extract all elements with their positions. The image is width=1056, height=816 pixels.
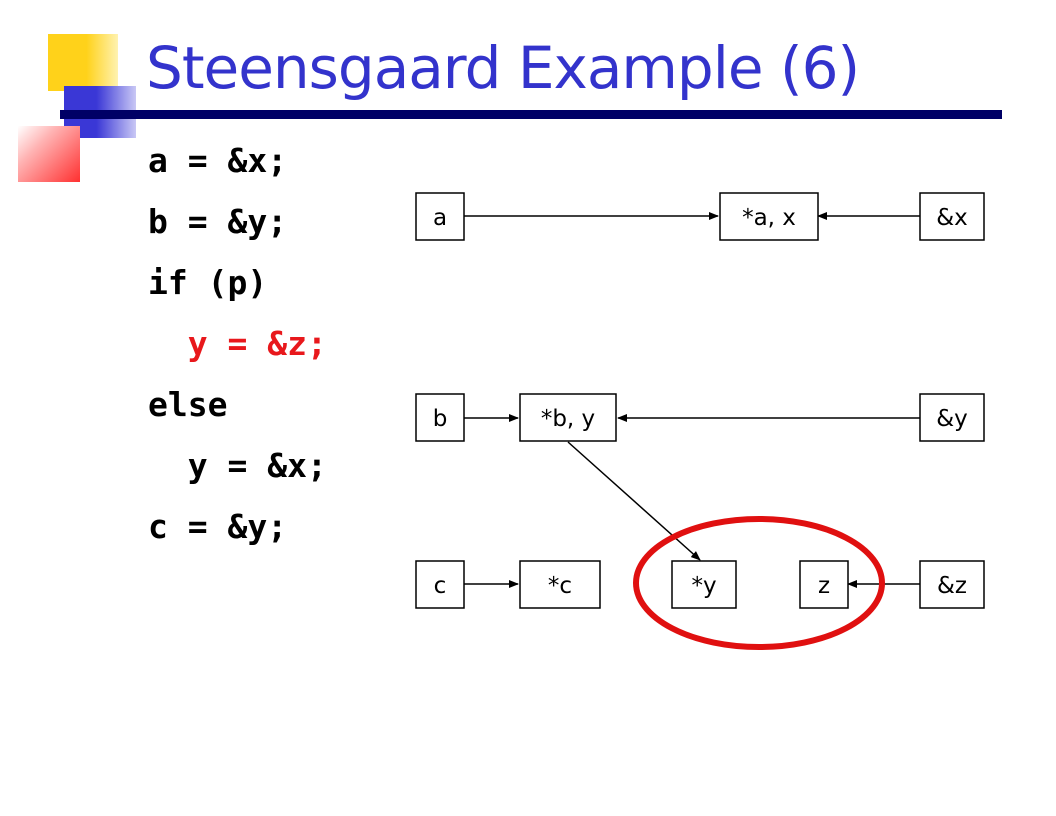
- node-z: z: [799, 560, 849, 609]
- node-b: b: [415, 393, 465, 442]
- code-line: else: [148, 385, 228, 424]
- code-line: a = &x;: [148, 141, 288, 180]
- node-star-b-y: *b, y: [519, 393, 617, 442]
- code-line: y = &x;: [148, 446, 327, 485]
- node-c-label: c: [434, 573, 447, 599]
- decoration-red-square: [18, 126, 80, 182]
- node-z-label: z: [818, 573, 830, 599]
- code-line: b = &y;: [148, 202, 288, 241]
- node-star-y: *y: [671, 560, 737, 609]
- code-line: if (p): [148, 263, 268, 302]
- node-a-label: a: [433, 205, 447, 231]
- node-amp-z: &z: [919, 560, 985, 609]
- decoration-yellow-square: [48, 34, 118, 91]
- highlight-ellipse: [633, 516, 885, 650]
- node-star-a-x: *a, x: [719, 192, 819, 241]
- node-amp-y-label: &y: [936, 406, 968, 432]
- slide-title: Steensgaard Example (6): [146, 34, 860, 102]
- node-c: c: [415, 560, 465, 609]
- code-line: c = &y;: [148, 507, 288, 546]
- node-amp-x-label: &x: [936, 205, 968, 231]
- node-b-label: b: [433, 406, 448, 432]
- node-amp-z-label: &z: [937, 573, 967, 599]
- title-underline: [60, 110, 1002, 119]
- node-a: a: [415, 192, 465, 241]
- node-star-y-label: *y: [691, 573, 716, 599]
- edge-star-b-y-to-star-y: [567, 441, 701, 561]
- node-amp-x: &x: [919, 192, 985, 241]
- node-amp-y: &y: [919, 393, 985, 442]
- node-star-a-x-label: *a, x: [742, 205, 796, 231]
- node-star-c: *c: [519, 560, 601, 609]
- node-star-b-y-label: *b, y: [541, 406, 595, 432]
- node-star-c-label: *c: [548, 573, 572, 599]
- code-line-highlighted: y = &z;: [148, 324, 327, 363]
